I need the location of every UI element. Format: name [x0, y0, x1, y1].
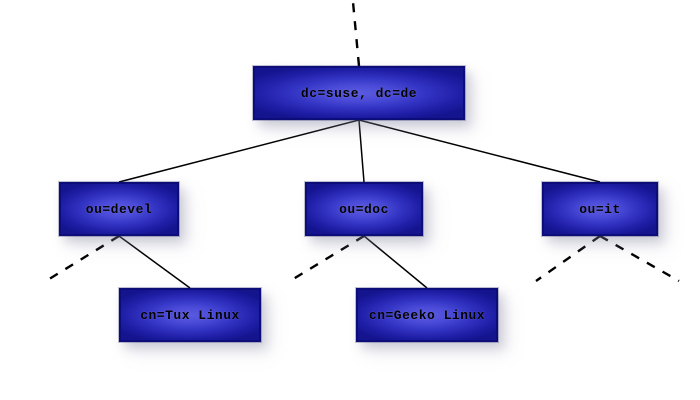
node-label: dc=suse, dc=de	[300, 85, 418, 101]
node-cn-geeko-linux[interactable]: cn=Geeko Linux	[356, 288, 498, 342]
node-label: cn=Tux Linux	[140, 307, 240, 323]
node-label: ou=devel	[85, 201, 153, 217]
edge-root-it	[358, 119, 601, 183]
node-root[interactable]: dc=suse, dc=de	[253, 66, 465, 120]
node-label: cn=Geeko Linux	[368, 307, 486, 323]
edge-it-unshown-right	[599, 234, 680, 283]
edge-root-doc	[358, 119, 365, 183]
node-ou-doc[interactable]: ou=doc	[305, 182, 423, 236]
node-label: ou=doc	[339, 201, 389, 217]
edge-devel-unshown	[45, 234, 120, 283]
edge-doc-geeko	[363, 235, 428, 289]
edge-doc-unshown	[289, 234, 365, 283]
node-ou-devel[interactable]: ou=devel	[59, 182, 179, 236]
edge-devel-tux	[118, 235, 191, 289]
edge-above-root	[351, 1, 361, 67]
node-ou-it[interactable]: ou=it	[542, 182, 658, 236]
node-label: ou=it	[579, 201, 621, 217]
edge-it-unshown-left	[535, 235, 601, 282]
edge-root-devel	[118, 119, 360, 183]
node-cn-tux-linux[interactable]: cn=Tux Linux	[119, 288, 261, 342]
